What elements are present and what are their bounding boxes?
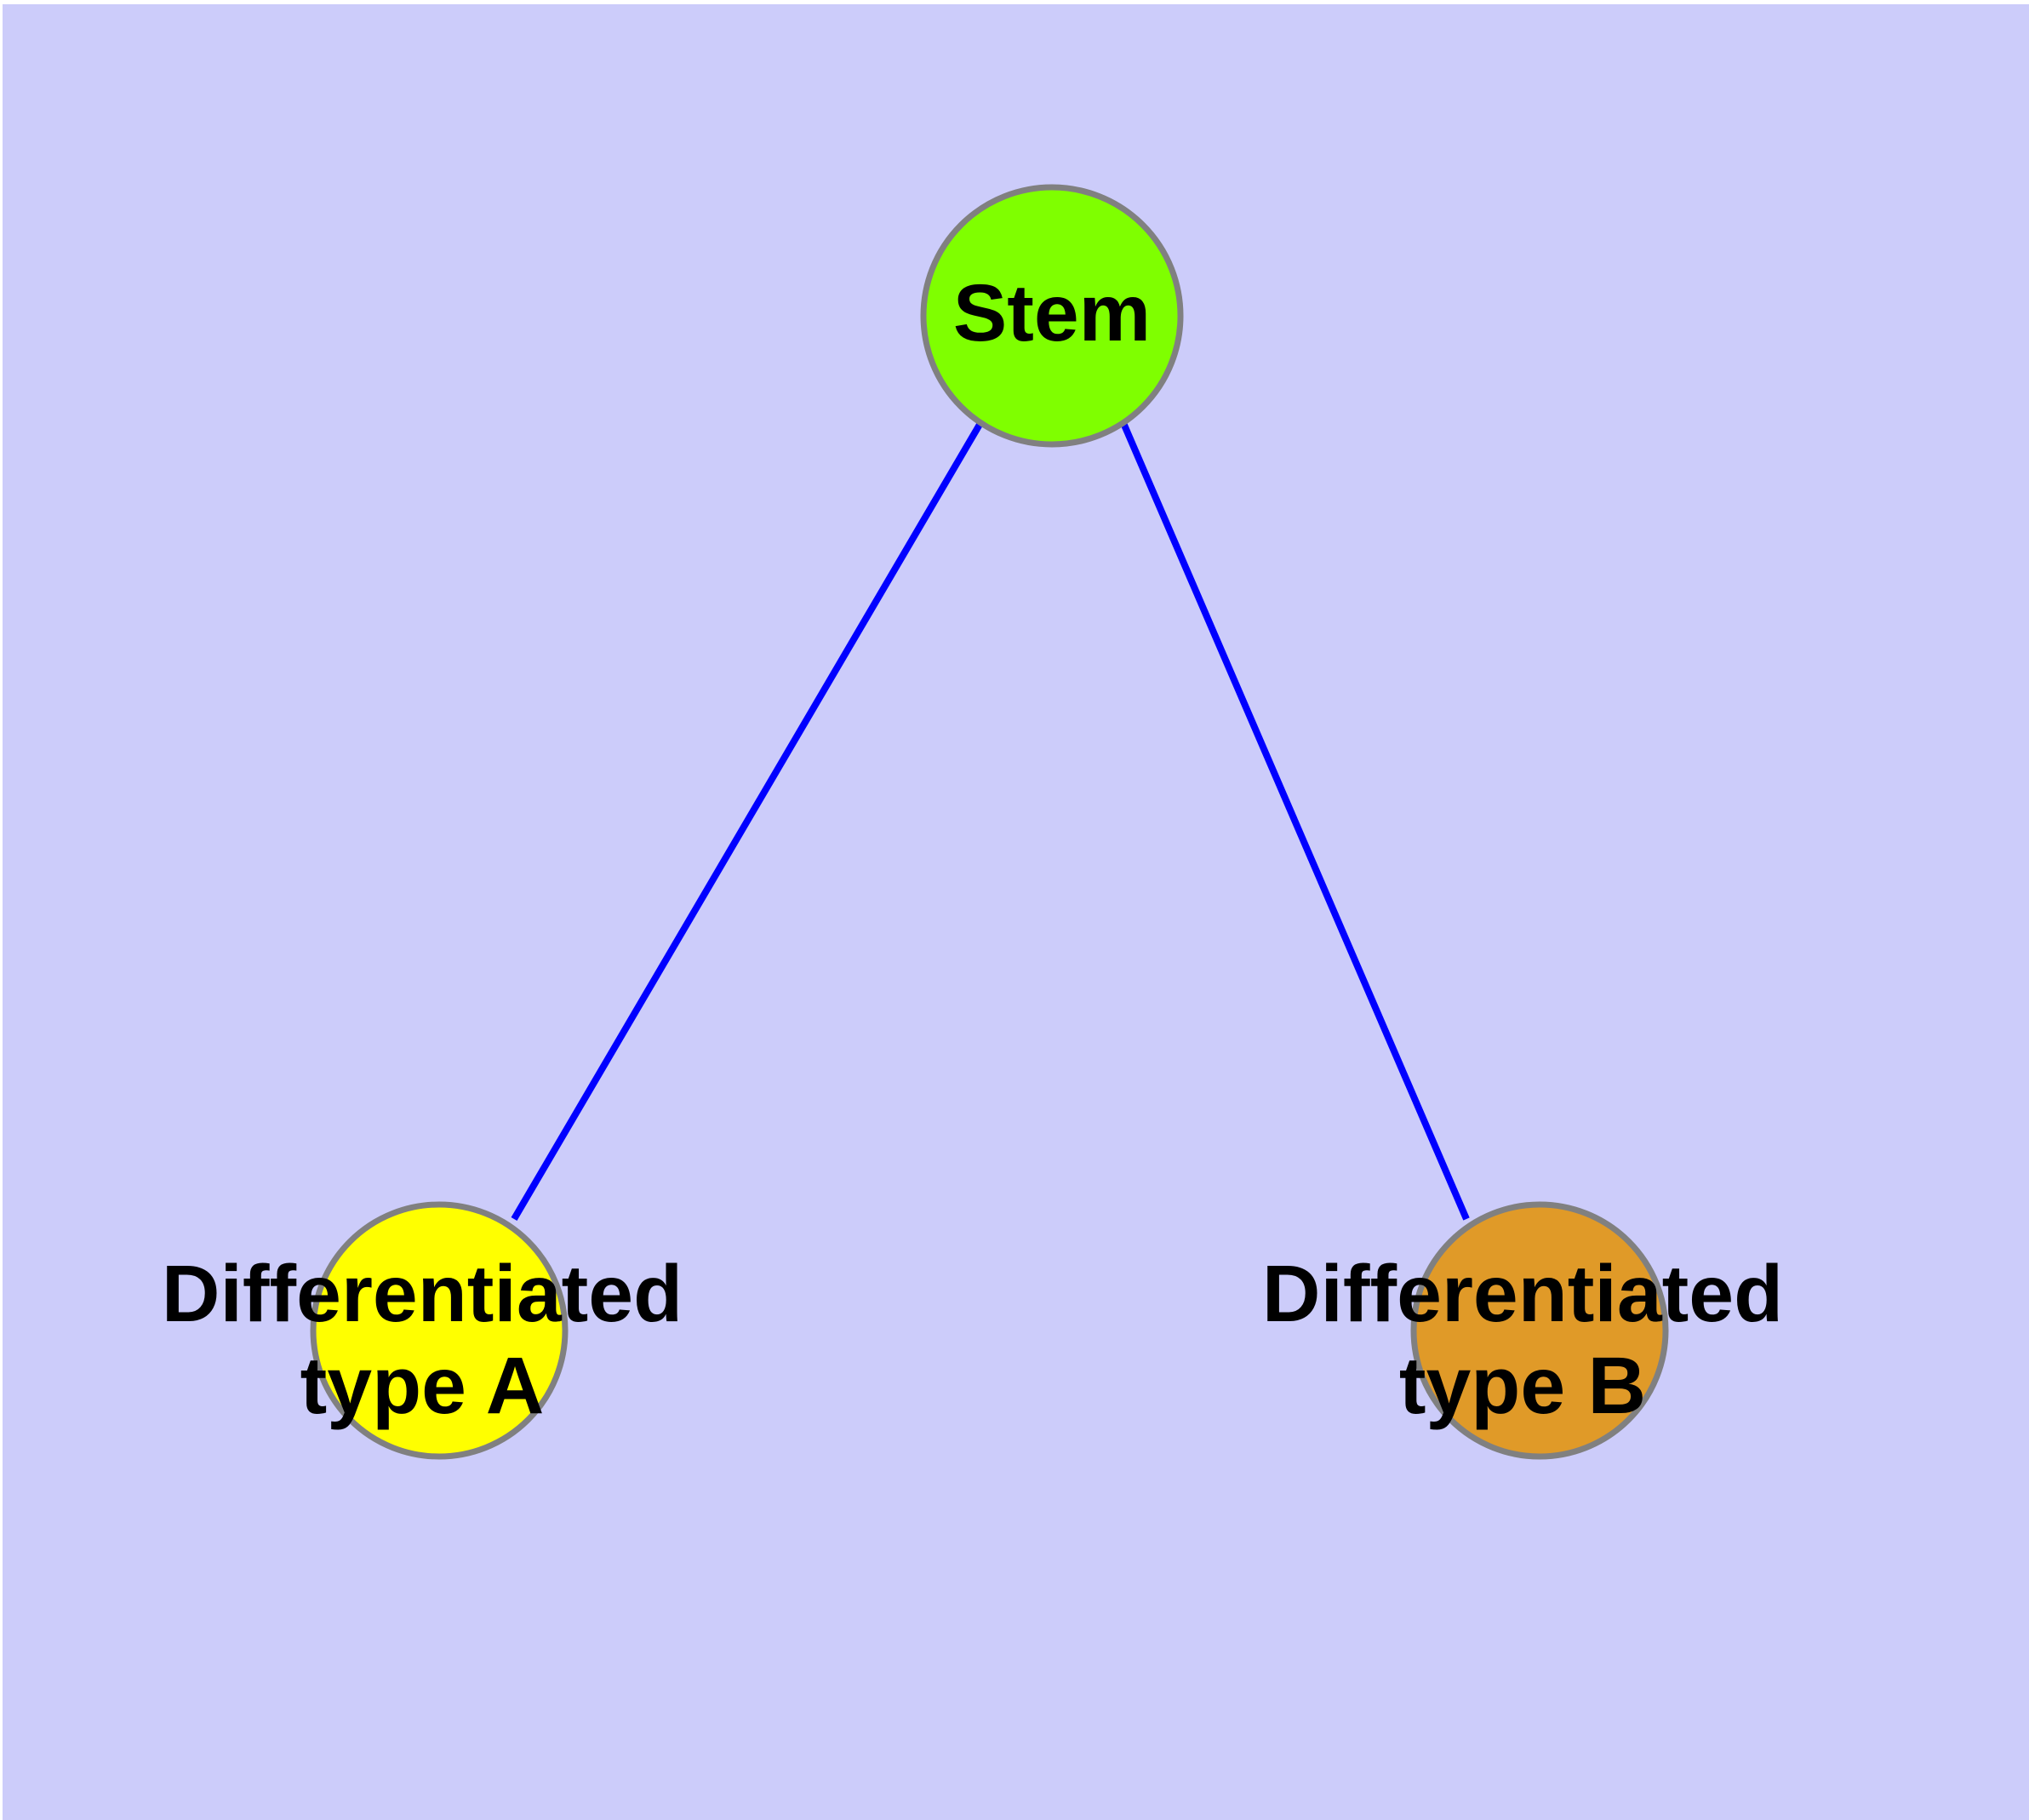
edge-stem-to-differentiated-type-b[interactable]	[1120, 421, 1470, 1221]
edge-stem-to-differentiated-type-a[interactable]	[511, 421, 984, 1222]
node-differentiated-type-b[interactable]: Differentiated type B	[1262, 1201, 1783, 1460]
node-circle-differentiated-type-b[interactable]	[1410, 1201, 1669, 1460]
node-circle-differentiated-type-a[interactable]	[310, 1201, 569, 1460]
node-layer: Differentiated type A Differentiated typ…	[162, 184, 1783, 1460]
node-circle-stem[interactable]	[920, 184, 1184, 448]
node-label-stem: Stem	[953, 268, 1151, 358]
node-stem[interactable]: Stem	[920, 184, 1184, 448]
node-label-differentiated-type-a-line1: Differentiated	[162, 1249, 683, 1339]
node-label-differentiated-type-a-line2: type A	[300, 1341, 545, 1431]
node-differentiated-type-a[interactable]: Differentiated type A	[162, 1201, 683, 1460]
node-label-differentiated-type-b-line2: type B	[1399, 1341, 1646, 1431]
node-label-differentiated-type-b-line1: Differentiated	[1262, 1249, 1783, 1339]
edge-layer	[511, 421, 1470, 1222]
